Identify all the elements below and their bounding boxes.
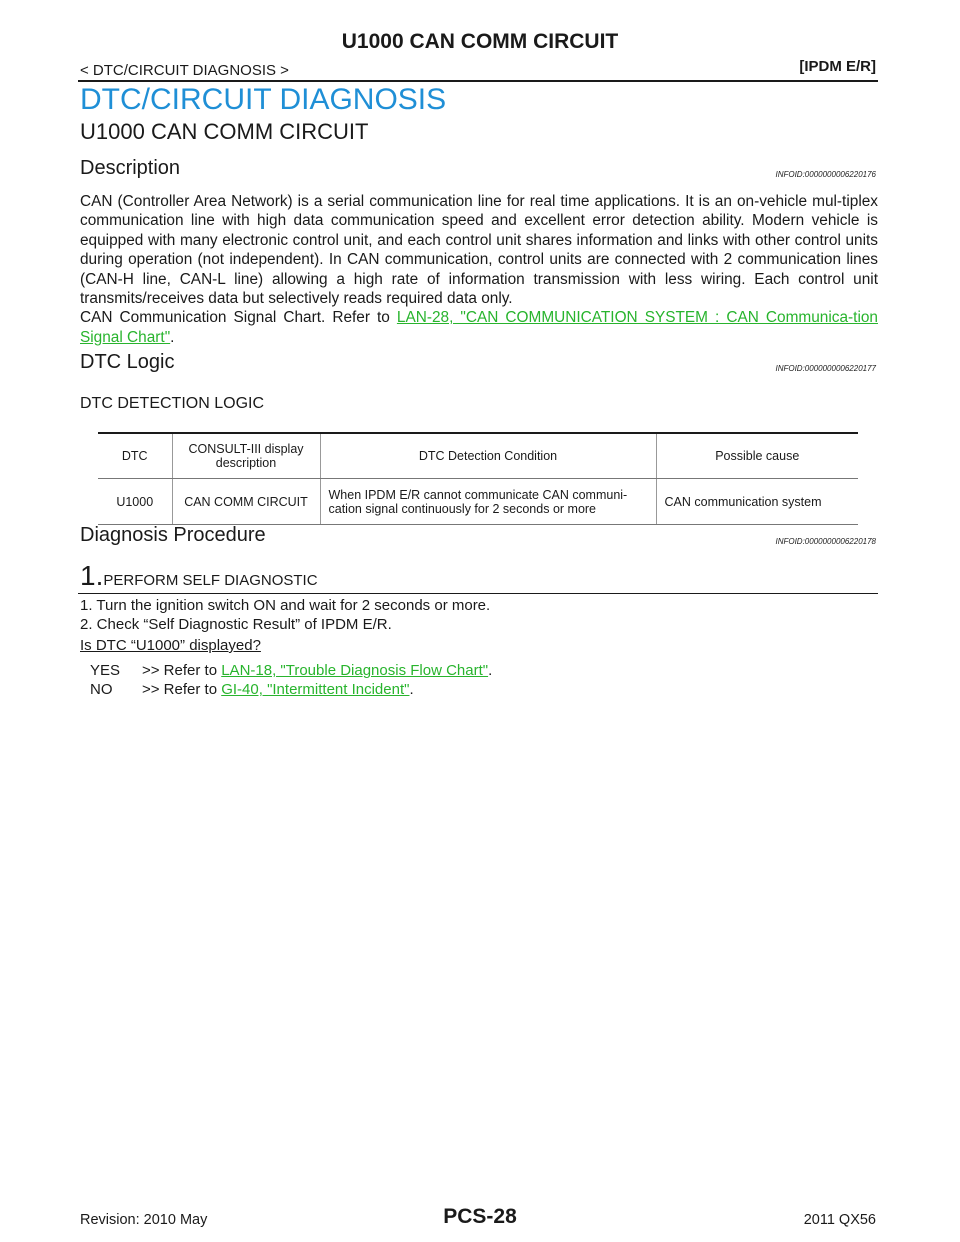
intermittent-incident-link[interactable]: GI-40, "Intermittent Incident": [221, 681, 410, 698]
refer-prefix: CAN Communication Signal Chart. Refer to: [80, 309, 397, 327]
answer-key: NO: [90, 681, 113, 698]
step-instructions: 1. Turn the ignition switch ON and wait …: [80, 596, 490, 634]
description-text: CAN (Controller Area Network) is a seria…: [80, 193, 878, 308]
trouble-diagnosis-link[interactable]: LAN-18, "Trouble Diagnosis Flow Chart": [221, 662, 489, 679]
answer-suffix: .: [488, 662, 493, 679]
column-header: CONSULT-III display description: [171, 432, 320, 479]
answer-prefix: >> Refer to: [142, 681, 222, 698]
procedure-infoid: INFOID:0000000006220178: [775, 537, 876, 546]
consult-description-cell: CAN COMM CIRCUIT: [171, 478, 320, 525]
answer-prefix: >> Refer to: [142, 662, 222, 679]
section-title: U1000 CAN COMM CIRCUIT: [80, 119, 369, 144]
description-paragraph: CAN (Controller Area Network) is a seria…: [80, 192, 878, 347]
answer-no: NO >> Refer to GI-40, "Intermittent Incid…: [90, 680, 492, 699]
list-item: 2. Check “Self Diagnostic Result” of IPD…: [80, 616, 392, 633]
dtc-table: DTC CONSULT-III display description DTC …: [98, 432, 858, 525]
description-heading: Description: [80, 157, 181, 179]
dtc-code-cell: U1000: [98, 478, 172, 525]
possible-cause-cell: CAN communication system: [655, 478, 858, 525]
answer-yes: YES >> Refer to LAN-18, "Trouble Diagnosi…: [90, 661, 492, 680]
section-tag: [IPDM E/R]: [799, 58, 876, 75]
step-number: 1.: [80, 560, 104, 591]
dtc-logic-heading: DTC Logic: [80, 351, 175, 373]
list-item: 1. Turn the ignition switch ON and wait …: [80, 597, 491, 614]
dtc-detection-logic-title: DTC DETECTION LOGIC: [80, 395, 265, 412]
header-divider: [78, 80, 878, 82]
step-heading: 1.PERFORM SELF DIAGNOSTIC: [80, 560, 318, 592]
breadcrumb: < DTC/CIRCUIT DIAGNOSIS >: [80, 62, 289, 79]
step-title: PERFORM SELF DIAGNOSTIC: [103, 572, 318, 589]
column-header: Possible cause: [655, 432, 858, 479]
answer-key: YES: [90, 662, 121, 679]
column-header: DTC: [98, 432, 172, 479]
table-header-row: DTC CONSULT-III display description DTC …: [98, 432, 858, 479]
column-header: DTC Detection Condition: [319, 432, 656, 479]
answer-list: YES >> Refer to LAN-18, "Trouble Diagnosi…: [90, 661, 492, 699]
can-signal-chart-link[interactable]: LAN-28, "CAN COMMUNICATION SYSTEM : CAN …: [80, 309, 878, 346]
step-question: Is DTC “U1000” displayed?: [80, 637, 261, 654]
answer-suffix: .: [409, 681, 414, 698]
table-row: U1000 CAN COMM CIRCUIT When IPDM E/R can…: [98, 478, 858, 525]
refer-suffix: .: [170, 328, 175, 346]
model-label: 2011 QX56: [803, 1212, 876, 1228]
chapter-title: DTC/CIRCUIT DIAGNOSIS: [80, 83, 447, 116]
description-infoid: INFOID:0000000006220176: [775, 170, 876, 179]
revision-label: Revision: 2010 May: [80, 1212, 208, 1228]
page-header-title: U1000 CAN COMM CIRCUIT: [341, 30, 619, 53]
procedure-heading: Diagnosis Procedure: [80, 524, 266, 546]
dtc-logic-infoid: INFOID:0000000006220177: [775, 364, 876, 373]
page-number: PCS-28: [443, 1205, 517, 1228]
detection-condition-cell: When IPDM E/R cannot communicate CAN com…: [319, 478, 656, 525]
step-divider: [78, 593, 878, 594]
